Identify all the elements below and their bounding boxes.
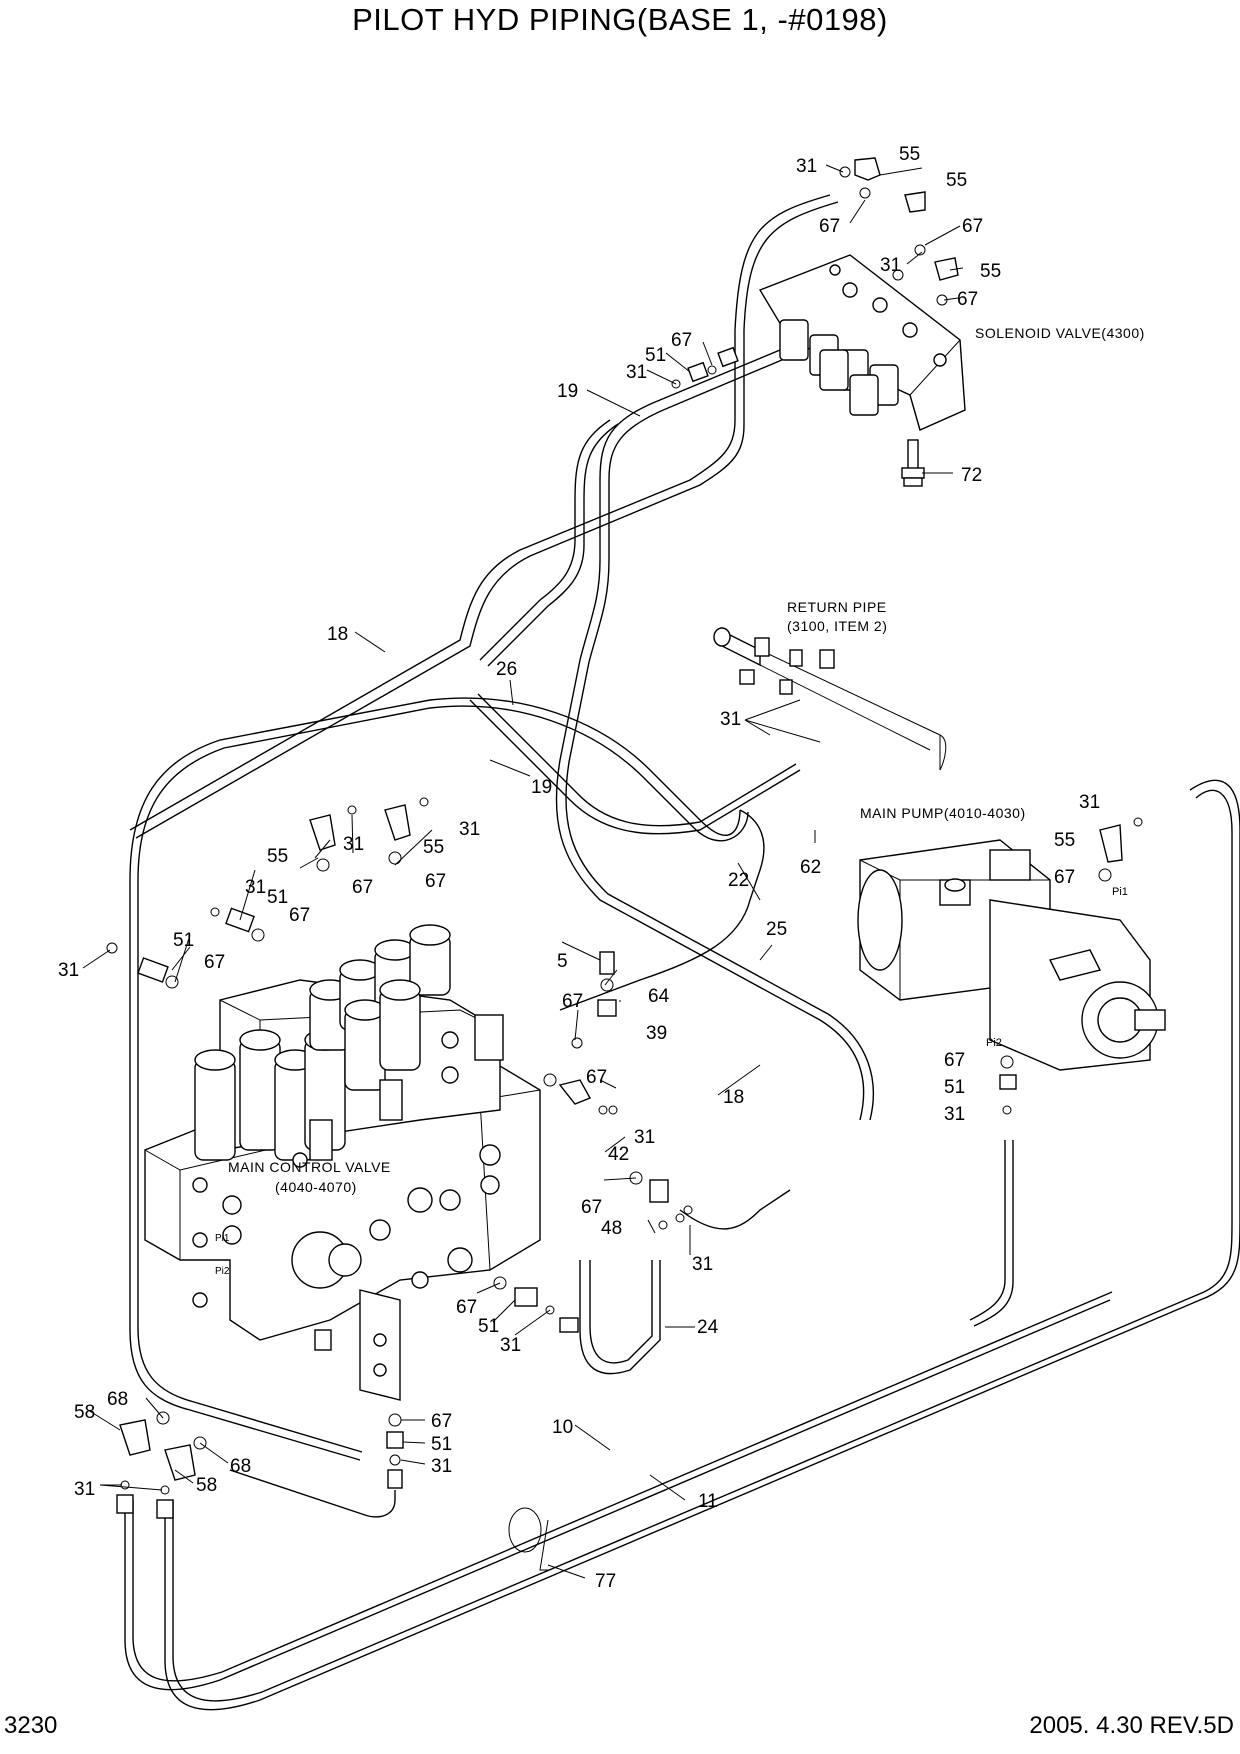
callout-42: 42 <box>608 1144 629 1165</box>
callout-31: 31 <box>500 1335 521 1356</box>
callout-39: 39 <box>646 1023 667 1044</box>
callout-31: 31 <box>720 709 741 730</box>
callout-72: 72 <box>961 465 982 486</box>
main-control-valve-label-line2: (4040-4070) <box>275 1179 357 1195</box>
callout-55: 55 <box>1054 830 1075 851</box>
main-pump-label: MAIN PUMP(4010-4030) <box>860 805 1026 821</box>
pipe-routes <box>124 194 1240 1711</box>
callout-51: 51 <box>173 930 194 951</box>
callout-19: 19 <box>557 381 578 402</box>
callout-51: 51 <box>478 1316 499 1337</box>
callout-51: 51 <box>645 345 666 366</box>
callout-31: 31 <box>692 1254 713 1275</box>
callout-31: 31 <box>944 1104 965 1125</box>
main-control-valve-body <box>144 924 541 1401</box>
page-number: 3230 <box>4 1712 58 1739</box>
return-pipe-body <box>713 627 947 771</box>
callout-64: 64 <box>648 986 670 1007</box>
callout-22: 22 <box>728 870 749 891</box>
callout-51: 51 <box>944 1077 965 1098</box>
callout-67: 67 <box>957 289 978 310</box>
callout-31: 31 <box>880 255 901 276</box>
solenoid-valve-label: SOLENOID VALVE(4300) <box>975 325 1145 341</box>
callout-67: 67 <box>962 216 983 237</box>
callout-55: 55 <box>980 261 1001 282</box>
callout-62: 62 <box>800 857 821 878</box>
callout-10: 10 <box>552 1417 573 1438</box>
callout-58: 58 <box>196 1475 217 1496</box>
return-pipe-label-line2: (3100, ITEM 2) <box>787 618 887 634</box>
valve-port-mark-pi1: Pi1 <box>215 1233 230 1244</box>
callout-31: 31 <box>634 1127 655 1148</box>
callout-31: 31 <box>245 877 266 898</box>
callout-31: 31 <box>431 1456 452 1477</box>
callout-77: 77 <box>595 1571 616 1592</box>
component-captions: SOLENOID VALVE(4300) RETURN PIPE (3100, … <box>215 325 1145 1277</box>
callout-24: 24 <box>697 1317 719 1338</box>
callout-51: 51 <box>431 1434 452 1455</box>
port-mark-pi2: Pi2 <box>986 1037 1002 1049</box>
callout-67: 67 <box>425 871 446 892</box>
callout-31: 31 <box>74 1479 95 1500</box>
port-mark-pi1: Pi1 <box>1112 886 1128 898</box>
return-pipe-label-line1: RETURN PIPE <box>787 599 887 615</box>
callout-67: 67 <box>944 1050 965 1071</box>
callout-19: 19 <box>531 777 552 798</box>
leader-lines <box>82 164 964 1579</box>
callout-31: 31 <box>796 156 817 177</box>
callout-25: 25 <box>766 919 787 940</box>
callout-68: 68 <box>230 1456 251 1477</box>
callout-67: 67 <box>289 905 310 926</box>
callout-31: 31 <box>459 819 480 840</box>
callout-58: 58 <box>74 1402 95 1423</box>
callout-67: 67 <box>819 216 840 237</box>
callout-67: 67 <box>581 1197 602 1218</box>
main-control-valve-label-line1: MAIN CONTROL VALVE <box>228 1159 391 1175</box>
callout-26: 26 <box>496 659 517 680</box>
callout-51: 51 <box>267 887 288 908</box>
callout-5: 5 <box>557 951 568 972</box>
valve-port-mark-pi2: Pi2 <box>215 1266 230 1277</box>
callouts: 31 55 55 67 67 31 55 67 67 51 31 19 72 1… <box>58 144 1100 1592</box>
callout-55: 55 <box>423 837 444 858</box>
callout-18: 18 <box>327 624 348 645</box>
main-pump-body <box>857 839 1166 1071</box>
page-title: PILOT HYD PIPING(BASE 1, -#0198) <box>352 2 888 37</box>
callout-31: 31 <box>626 362 647 383</box>
callout-67: 67 <box>431 1411 452 1432</box>
callout-31: 31 <box>58 960 79 981</box>
callout-31: 31 <box>343 834 364 855</box>
callout-67: 67 <box>671 330 692 351</box>
callout-67: 67 <box>586 1067 607 1088</box>
callout-55: 55 <box>899 144 920 165</box>
callout-67: 67 <box>1054 867 1075 888</box>
callout-67: 67 <box>456 1297 477 1318</box>
revision-date: 2005. 4.30 REV.5D <box>1029 1712 1234 1739</box>
callout-67: 67 <box>204 952 225 973</box>
callout-55: 55 <box>267 846 288 867</box>
callout-67: 67 <box>352 877 373 898</box>
solenoid-valve-body <box>758 254 966 487</box>
callout-67: 67 <box>562 991 583 1012</box>
callout-31: 31 <box>1079 792 1100 813</box>
callout-68: 68 <box>107 1389 128 1410</box>
callout-11: 11 <box>698 1491 718 1512</box>
callout-55: 55 <box>946 170 967 191</box>
callout-18: 18 <box>723 1087 744 1108</box>
callout-48: 48 <box>601 1218 622 1239</box>
